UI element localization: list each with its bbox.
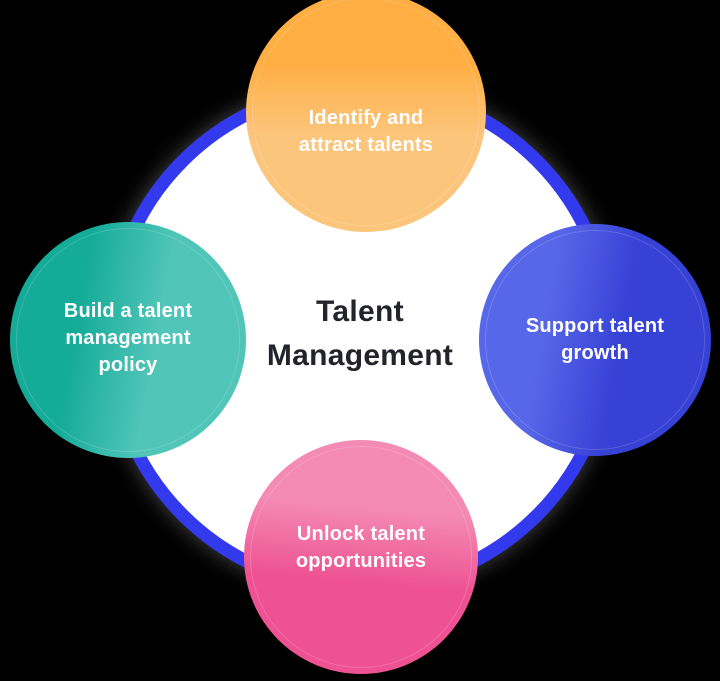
node-label-build-a-talent-management-policy: Build a talent management policy <box>63 299 193 376</box>
node-label-identify-and-attract-talents: Identify and attract talents <box>298 107 434 156</box>
node-label-unlock-talent-opportunities: Unlock talent opportunities <box>295 523 427 572</box>
node-support-talent-growth: Support talent growth <box>479 224 711 456</box>
node-unlock-talent-opportunities: Unlock talent opportunities <box>244 440 478 674</box>
diagram-title: Talent Management <box>266 295 454 372</box>
node-identify-and-attract-talents: Identify and attract talents <box>246 0 486 232</box>
node-label-support-talent-growth: Support talent growth <box>525 315 665 364</box>
node-build-a-talent-management-policy: Build a talent management policy <box>10 222 246 458</box>
